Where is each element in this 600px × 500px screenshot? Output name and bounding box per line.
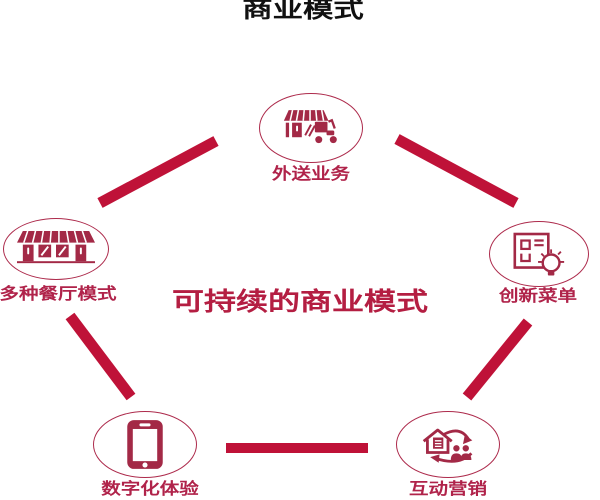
restaurant-storefront-icon — [15, 230, 97, 269]
node-label-innovative-menu: 创新菜单 — [498, 286, 578, 305]
connector-top-left — [97, 136, 219, 208]
node-restaurant-modes — [3, 218, 109, 280]
node-digital-experience — [93, 411, 197, 478]
node-label-interactive-marketing: 互动营销 — [408, 479, 488, 498]
node-innovative-menu — [489, 221, 589, 287]
node-interactive-marketing — [396, 411, 500, 478]
node-label-restaurant-modes: 多种餐厅模式 — [0, 284, 117, 303]
connector-top-right — [394, 134, 519, 208]
page-title: 商业模式 — [242, 0, 364, 23]
connector-right-bottom — [462, 318, 533, 401]
node-delivery — [259, 93, 363, 163]
delivery-storefront-icon — [279, 109, 343, 148]
innovative-menu-icon — [512, 231, 566, 278]
smartphone-icon — [126, 419, 164, 470]
interactive-marketing-icon — [419, 423, 477, 467]
center-label: 可持续的商业模式 — [171, 287, 429, 316]
node-label-digital-experience: 数字化体验 — [101, 479, 199, 498]
connector-left-bottom — [65, 312, 136, 401]
node-label-delivery: 外送业务 — [271, 164, 351, 183]
